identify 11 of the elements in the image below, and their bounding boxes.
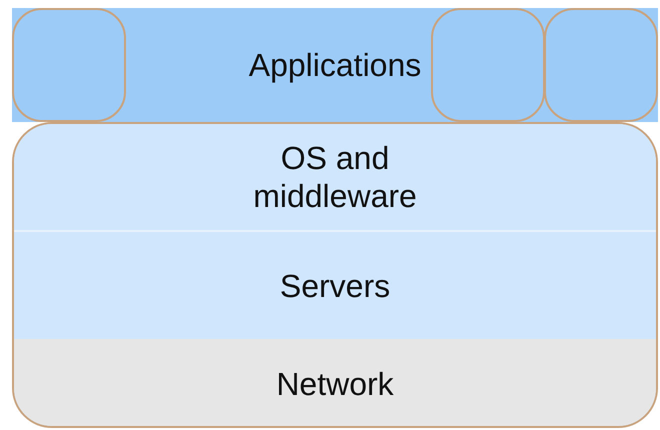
- layer-band: [14, 339, 656, 426]
- rounded-box: [12, 8, 126, 122]
- stack-frame: [12, 122, 658, 428]
- layer-label: Servers: [280, 266, 390, 304]
- layer-band: [12, 8, 658, 122]
- rounded-box: [431, 8, 545, 122]
- layer-label: Applications: [248, 46, 422, 84]
- layer-label: OS and middleware: [252, 139, 418, 215]
- layer-band: [14, 124, 656, 232]
- layer-label: Network: [276, 364, 394, 402]
- rounded-box: [544, 8, 658, 122]
